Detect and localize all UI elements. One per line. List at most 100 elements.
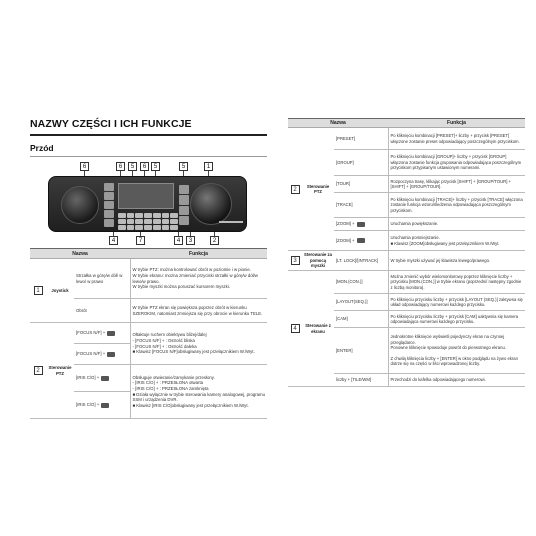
joystick [190, 183, 232, 225]
row-button: [PRESET] [334, 127, 389, 150]
callout-label: 7 [136, 236, 145, 245]
section-title: NAZWY CZĘŚCI I ICH FUNKCJE [30, 118, 192, 130]
table-row: [LAYOUT(SEQ.)] Po kliknięciu przycisku l… [288, 293, 525, 311]
subtitle-front: Przód [30, 142, 54, 153]
row-button: Obrót [74, 298, 131, 323]
row-category: Sterowanie z ekranu [302, 270, 334, 387]
row-category: Sterowanie PTZ [46, 322, 74, 419]
table-row: [FOCUS N/F] + [30, 343, 267, 365]
row-button: [LT. LOCK]/[INTRACK] [334, 250, 389, 271]
row-number: 2 [290, 184, 300, 194]
col-header-function: Funkcja [388, 118, 525, 128]
table-row: [IRIS C/O] + Obsługuje otwieranie/zamyka… [30, 364, 267, 419]
row-button: [MON.(CON.)] [334, 270, 389, 294]
row-function: Przechodzi do kafelka odpowiadającego nu… [388, 373, 525, 387]
left-column: NAZWY CZĘŚCI I ICH FUNKCJE Przód 6 6 5 6… [30, 118, 267, 419]
table-row: Obrót W trybie PTZ ekran się powiększa p… [30, 298, 267, 323]
brand-strip [219, 221, 243, 223]
row-button: [FOCUS N/F] + [74, 343, 131, 365]
table-row: [IRIS C/O] + [30, 391, 267, 419]
lcd-screen [118, 183, 174, 209]
row-button: [ENTER] [334, 327, 389, 374]
callout-leader [113, 232, 114, 237]
row-function: Można zmienić wybór wielomonitorowy popr… [388, 270, 525, 294]
row-button: liczby + [TILE/WM] [334, 373, 389, 387]
callout-label: 6 [116, 162, 125, 171]
row-number: 3 [290, 256, 300, 265]
row-function: Rozpoczyna trasę, klikając przycisk [SHI… [388, 175, 525, 193]
col-header-function: Funkcja [130, 248, 267, 259]
row-button: [ZOOM] + [334, 230, 389, 251]
row-category: Joystick [46, 258, 74, 323]
row-function: W trybie PTZ ekran się powiększa poprzez… [130, 298, 267, 323]
zoom-knob [61, 186, 99, 224]
row-button: [IRIS C/O] + [74, 364, 131, 392]
row-function: Obsługuje otwieranie/zamykanie przesłony… [130, 364, 267, 419]
row-button: [LAYOUT(SEQ.)] [334, 293, 389, 311]
callout-label: 4 [109, 236, 118, 245]
table-row: [TOUR] Rozpoczyna trasę, klikając przyci… [288, 175, 525, 193]
table-row: 2 Sterowanie PTZ [PRESET] Po kliknięciu … [288, 127, 525, 251]
plus-key-icon [107, 351, 116, 357]
row-button: [TRACE] [334, 192, 389, 218]
plus-key-icon [101, 402, 110, 408]
callout-label: 1 [204, 162, 213, 171]
minus-key-icon [101, 375, 110, 381]
mid-key-column [179, 185, 189, 225]
callout-label: 5 [128, 162, 137, 171]
row-button: [TOUR] [334, 175, 389, 193]
col-header-name: Nazwa [288, 118, 388, 128]
table-row: [CAM] Po kliknięciu przycisku liczby + p… [288, 310, 525, 328]
table-row: 3 Sterowanie za pomocą myszki [LT. LOCK]… [288, 250, 525, 271]
controller-device-image [48, 176, 247, 232]
title-rule [30, 134, 267, 136]
right-column: Nazwa Funkcja 2 Sterowanie PTZ [PRESET] … [288, 118, 525, 387]
parts-table-left: Nazwa Funkcja 1 Joystick Strzałka w górę… [30, 248, 267, 419]
table-row: 1 Joystick Strzałka w górę/w dół/ w lewo… [30, 258, 267, 323]
row-button: [FOCUS N/F] + [74, 322, 131, 344]
parts-table-right: Nazwa Funkcja 2 Sterowanie PTZ [PRESET] … [288, 118, 525, 387]
callout-leader [190, 232, 191, 237]
row-button: [CAM] [334, 310, 389, 328]
row-number: 2 [33, 366, 43, 375]
row-function: Po kliknięciu kombinacji [PRESET]+ liczb… [388, 127, 525, 150]
minus-key-icon [107, 330, 116, 336]
table-row: [GROUP] Po kliknięciu kombinacji [GROUP]… [288, 149, 525, 176]
table-row: [ZOOM] + Uruchamia powiększanie. [288, 217, 525, 231]
row-function: Po kliknięciu przycisku liczby + przycis… [388, 310, 525, 328]
row-category: Sterowanie PTZ [302, 127, 334, 251]
row-button: Strzałka w górę/w dół/ w lewo/ w prawo [74, 258, 131, 299]
row-function: Uruchamia powiększanie. [388, 217, 525, 231]
subtitle-rule [30, 155, 267, 156]
table-row: liczby + [TILE/WM] Przechodzi do kafelka… [288, 373, 525, 387]
row-number: 4 [290, 324, 300, 333]
side-key-column [104, 183, 114, 227]
row-button: [GROUP] [334, 149, 389, 176]
callout-label: 5 [179, 162, 188, 171]
table-row: 4 Sterowanie z ekranu [MON.(CON.)] Można… [288, 270, 525, 387]
device-figure: 6 6 5 6 5 5 1 [30, 158, 267, 248]
row-number: 1 [33, 286, 43, 295]
callout-leader [214, 232, 215, 237]
row-function: Jednokrotne kliknięcie wyświetli pojedyn… [388, 327, 525, 374]
row-button: [IRIS C/O] + [74, 391, 131, 419]
row-function: W trybie PTZ: można kontrolować obrót w … [130, 258, 267, 299]
callout-leader [178, 232, 179, 237]
callout-label: 2 [210, 236, 219, 245]
table-row: [ENTER] Jednokrotne kliknięcie wyświetli… [288, 327, 525, 374]
table-row: [ZOOM] + Uruchamia pomniejszanie. ■ Klaw… [288, 230, 525, 251]
callout-label: 3 [186, 236, 195, 245]
table-row: [TRACE] Po kliknięciu kombinacji [TRACE]… [288, 192, 525, 218]
row-button: [ZOOM] + [334, 217, 389, 231]
row-function: Uruchamia pomniejszanie. ■ Klawisz [ZOOM… [388, 230, 525, 251]
col-header-name: Nazwa [30, 248, 130, 259]
plus-key-icon [356, 221, 365, 227]
row-function: W trybie myszki używać jej klawisza lewe… [388, 250, 525, 271]
minus-key-icon [356, 238, 365, 244]
row-function: Po kliknięciu kombinacji [TRACE]+ liczby… [388, 192, 525, 218]
callout-label: 6 [140, 162, 149, 171]
table-row: 2 Sterowanie PTZ [FOCUS N/F] + Ołtaktuje… [30, 322, 267, 419]
callout-label: 5 [151, 162, 160, 171]
callout-leader [140, 232, 141, 237]
